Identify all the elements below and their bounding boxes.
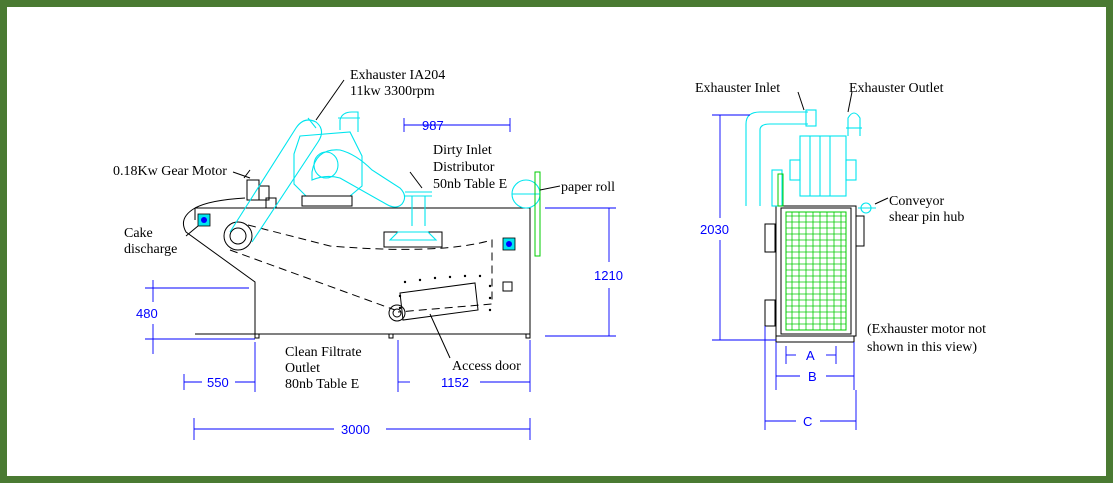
clean-filtrate-label-line1: Clean Filtrate	[285, 345, 362, 360]
dim-3000: 3000	[341, 422, 370, 437]
drawing-canvas: Exhauster IA204 11kw 3300rpm 0.18Kw Gear…	[113, 68, 986, 440]
dim-1152: 1152	[441, 375, 469, 390]
dirty-inlet-label-line1: Dirty Inlet	[433, 143, 492, 158]
dim-480: 480	[136, 306, 158, 321]
dim-987: 987	[422, 118, 444, 133]
inlet-leader	[797, 91, 805, 111]
conveyor-label-line2: shear pin hub	[889, 210, 964, 225]
dirty-inlet-label-line2: Distributor	[433, 160, 495, 175]
exhauster-outlet-label: Exhauster Outlet	[849, 81, 944, 96]
end-dimensions	[712, 114, 857, 430]
cake-discharge-label-line2: discharge	[124, 242, 177, 257]
dirty-inlet-distributor	[383, 191, 443, 248]
end-exhauster-ducts	[745, 109, 862, 207]
side-dimensions	[145, 118, 616, 440]
drawing-frame: Exhauster IA204 11kw 3300rpm 0.18Kw Gear…	[7, 7, 1106, 476]
paper-roll	[511, 171, 541, 257]
outlet-leader	[847, 91, 853, 113]
note-label-line1: (Exhauster motor not	[867, 322, 986, 337]
exhauster-label-line2: 11kw 3300rpm	[350, 84, 435, 99]
filter-media-grid	[785, 211, 847, 331]
clean-filtrate-outlet	[388, 304, 406, 322]
clean-filtrate-label-line2: Outlet	[285, 361, 320, 376]
exhauster-label-line1: Exhauster IA204	[350, 68, 445, 83]
conveyor-label-line1: Conveyor	[889, 194, 945, 209]
discharge-wheel	[197, 213, 516, 251]
access-door-label: Access door	[452, 359, 521, 374]
gear-motor-label: 0.18Kw Gear Motor	[113, 164, 227, 179]
end-view: Exhauster Inlet Exhauster Outlet Conveyo…	[695, 81, 986, 430]
dim-c: C	[803, 414, 812, 429]
dim-1210: 1210	[594, 268, 623, 283]
gear-motor	[243, 169, 277, 209]
exhauster	[229, 111, 406, 243]
cake-discharge-label-line1: Cake	[124, 226, 153, 241]
clean-filtrate-label-line3: 80nb Table E	[285, 377, 359, 392]
exhauster-inlet-label: Exhauster Inlet	[695, 81, 780, 96]
dim-b: B	[808, 369, 817, 384]
side-leaders	[185, 79, 561, 359]
end-base	[775, 335, 855, 343]
note-label-line2: shown in this view)	[867, 340, 977, 355]
belt-path	[229, 224, 493, 313]
dirty-inlet-label-line3: 50nb Table E	[433, 177, 507, 192]
dim-a: A	[806, 348, 815, 363]
conveyor-shear-pin-hub	[858, 197, 889, 214]
access-door	[398, 274, 513, 321]
dim-550: 550	[207, 375, 229, 390]
paper-roll-label: paper roll	[561, 180, 615, 195]
filter-body	[183, 197, 531, 339]
dim-2030: 2030	[700, 222, 729, 237]
side-view: Exhauster IA204 11kw 3300rpm 0.18Kw Gear…	[113, 68, 623, 440]
end-housing	[775, 205, 857, 337]
